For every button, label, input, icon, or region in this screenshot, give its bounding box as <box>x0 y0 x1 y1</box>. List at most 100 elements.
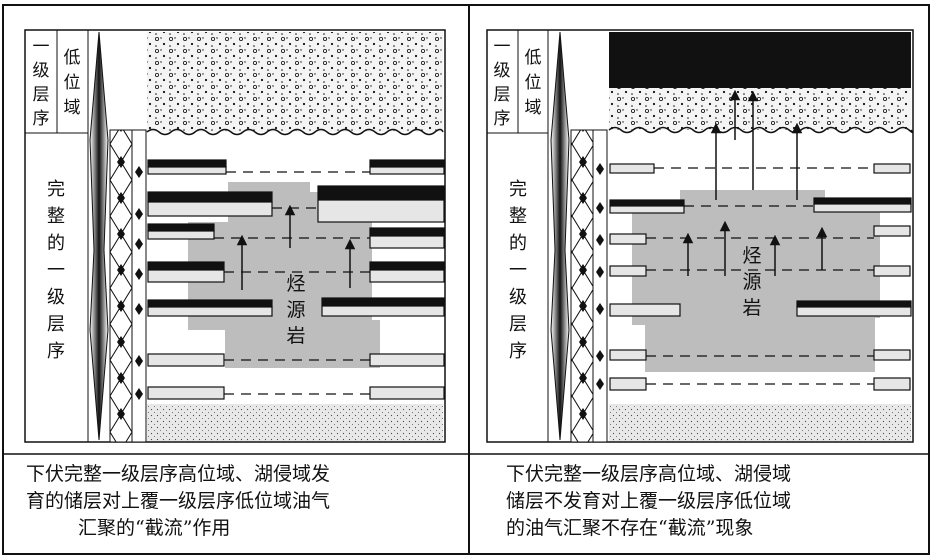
reservoir-bed <box>147 191 273 203</box>
zone-label-char: 序 <box>509 341 527 362</box>
reservoir-bed <box>609 199 685 207</box>
zone-label-char: 域 <box>525 98 542 118</box>
side-label-char: 一 <box>33 37 50 57</box>
reservoir-bed <box>369 269 445 283</box>
reservoir-bed <box>609 265 647 277</box>
reservoir-bed <box>321 297 445 307</box>
zone-label-char: 域 <box>64 98 81 118</box>
zone-label-char: 整 <box>509 206 527 227</box>
side-label-char: 级 <box>33 61 50 81</box>
sequence-spindle <box>550 31 570 441</box>
reservoir-bed <box>147 223 215 232</box>
zone-label-char: 级 <box>47 287 65 308</box>
source-rock-char: 烃 <box>742 245 761 267</box>
reservoir-bed <box>609 349 647 361</box>
caption-line: 汇聚的“截流”作用 <box>78 517 230 539</box>
reservoir-bed <box>147 201 273 217</box>
caption-line: 的油气汇聚不存在“截流”现象 <box>506 517 753 539</box>
zone-label-char: 一 <box>47 260 65 281</box>
reservoir-bed <box>609 205 685 214</box>
reservoir-bed <box>796 300 912 308</box>
reservoir-bed <box>609 303 681 317</box>
left-panel: 一 级 层 序 低 位 域 完 整 的 一 级 层 序 <box>24 29 446 443</box>
reservoir-bed <box>321 305 445 317</box>
reservoir-bed <box>369 261 445 271</box>
right-panel: 一 级 层 序 低 位 域 完 整 的 一 级 层 序 <box>486 29 914 443</box>
caption-line: 下伏完整一级层序高位域、湖侵域 <box>506 463 791 485</box>
right-caption: 下伏完整一级层序高位域、湖侵域 储层不发育对上覆一级层序低位域 的油气汇聚不存在… <box>506 463 791 539</box>
basal-sandstone <box>609 404 911 441</box>
source-rock-body <box>188 182 380 368</box>
reservoir-bed <box>147 159 227 168</box>
caption-line: 下伏完整一级层序高位域、湖侵域发 <box>26 463 330 485</box>
reservoir-bed <box>369 166 445 175</box>
side-label-sequence: 一 级 层 序 <box>494 37 511 129</box>
left-diagram-frame <box>24 29 446 443</box>
systems-tract-column <box>570 129 594 443</box>
migration-arrows <box>236 204 356 290</box>
lowstand-conglomerate <box>609 88 911 130</box>
reservoir-bed <box>369 159 445 168</box>
reservoir-bed <box>873 225 911 237</box>
zone-label-char: 位 <box>525 73 542 93</box>
zone-label-char: 一 <box>509 260 527 281</box>
reservoir-bed <box>813 197 912 205</box>
reservoir-bed <box>609 233 647 245</box>
reservoir-bed <box>796 306 912 317</box>
lowstand-mudstone <box>609 32 911 88</box>
zone-label-char: 完 <box>509 179 527 200</box>
side-label-char: 层 <box>494 85 511 105</box>
reservoir-bed <box>813 203 912 213</box>
reservoir-bed <box>873 349 911 361</box>
side-label-char: 序 <box>494 109 511 129</box>
source-rock-char: 源 <box>286 299 305 321</box>
sequence-spindle <box>89 31 109 441</box>
source-rock-char: 岩 <box>286 325 305 347</box>
source-rock-label: 烃 源 岩 <box>286 273 305 347</box>
side-label-char: 序 <box>33 109 50 129</box>
basal-sandstone <box>147 404 443 441</box>
zone-label-char: 的 <box>47 233 65 254</box>
reservoir-bed <box>147 386 225 400</box>
reservoir-bed <box>147 269 225 283</box>
zone-label-char: 整 <box>47 206 65 227</box>
reservoir-bed <box>609 377 647 391</box>
reservoir-bed <box>147 261 225 271</box>
reservoir-bed <box>369 353 445 367</box>
zone-label-char: 级 <box>509 287 527 308</box>
reservoir-bed <box>369 235 445 249</box>
source-rock-label: 烃 源 岩 <box>742 245 761 319</box>
systems-tract-column <box>109 129 133 443</box>
reservoir-beds <box>609 163 912 391</box>
zone-label-char: 低 <box>525 48 542 68</box>
reservoir-bed <box>369 227 445 237</box>
outer-frame <box>2 4 930 555</box>
reservoir-bed <box>873 265 911 277</box>
zone-label-complete-sequence: 完 整 的 一 级 层 序 <box>47 179 65 362</box>
zone-label-lowstand: 低 位 域 <box>525 48 542 118</box>
zone-label-char: 位 <box>64 73 81 93</box>
zone-label-lowstand: 低 位 域 <box>64 48 81 118</box>
reservoir-bed <box>317 199 445 223</box>
side-label-char: 级 <box>494 61 511 81</box>
zone-label-char: 的 <box>509 233 527 254</box>
reservoir-bed <box>147 166 227 175</box>
reservoir-bed <box>147 306 273 317</box>
reservoir-bed <box>147 230 215 240</box>
side-label-sequence: 一 级 层 序 <box>33 37 50 129</box>
zone-label-char: 完 <box>47 179 65 200</box>
reservoir-beds <box>147 159 445 400</box>
reservoir-bed <box>873 377 911 391</box>
caption-line: 储层不发育对上覆一级层序低位域 <box>506 490 791 512</box>
migration-arrows <box>682 89 828 276</box>
side-label-char: 层 <box>33 85 50 105</box>
lowstand-conglomerate <box>147 32 443 132</box>
reservoir-bed <box>609 163 655 174</box>
zone-label-complete-sequence: 完 整 的 一 级 层 序 <box>509 179 527 362</box>
zone-label-char: 序 <box>47 341 65 362</box>
right-diagram-frame <box>486 29 914 443</box>
reservoir-bed <box>873 163 911 174</box>
zone-label-char: 层 <box>47 314 65 335</box>
zone-label-char: 层 <box>509 314 527 335</box>
